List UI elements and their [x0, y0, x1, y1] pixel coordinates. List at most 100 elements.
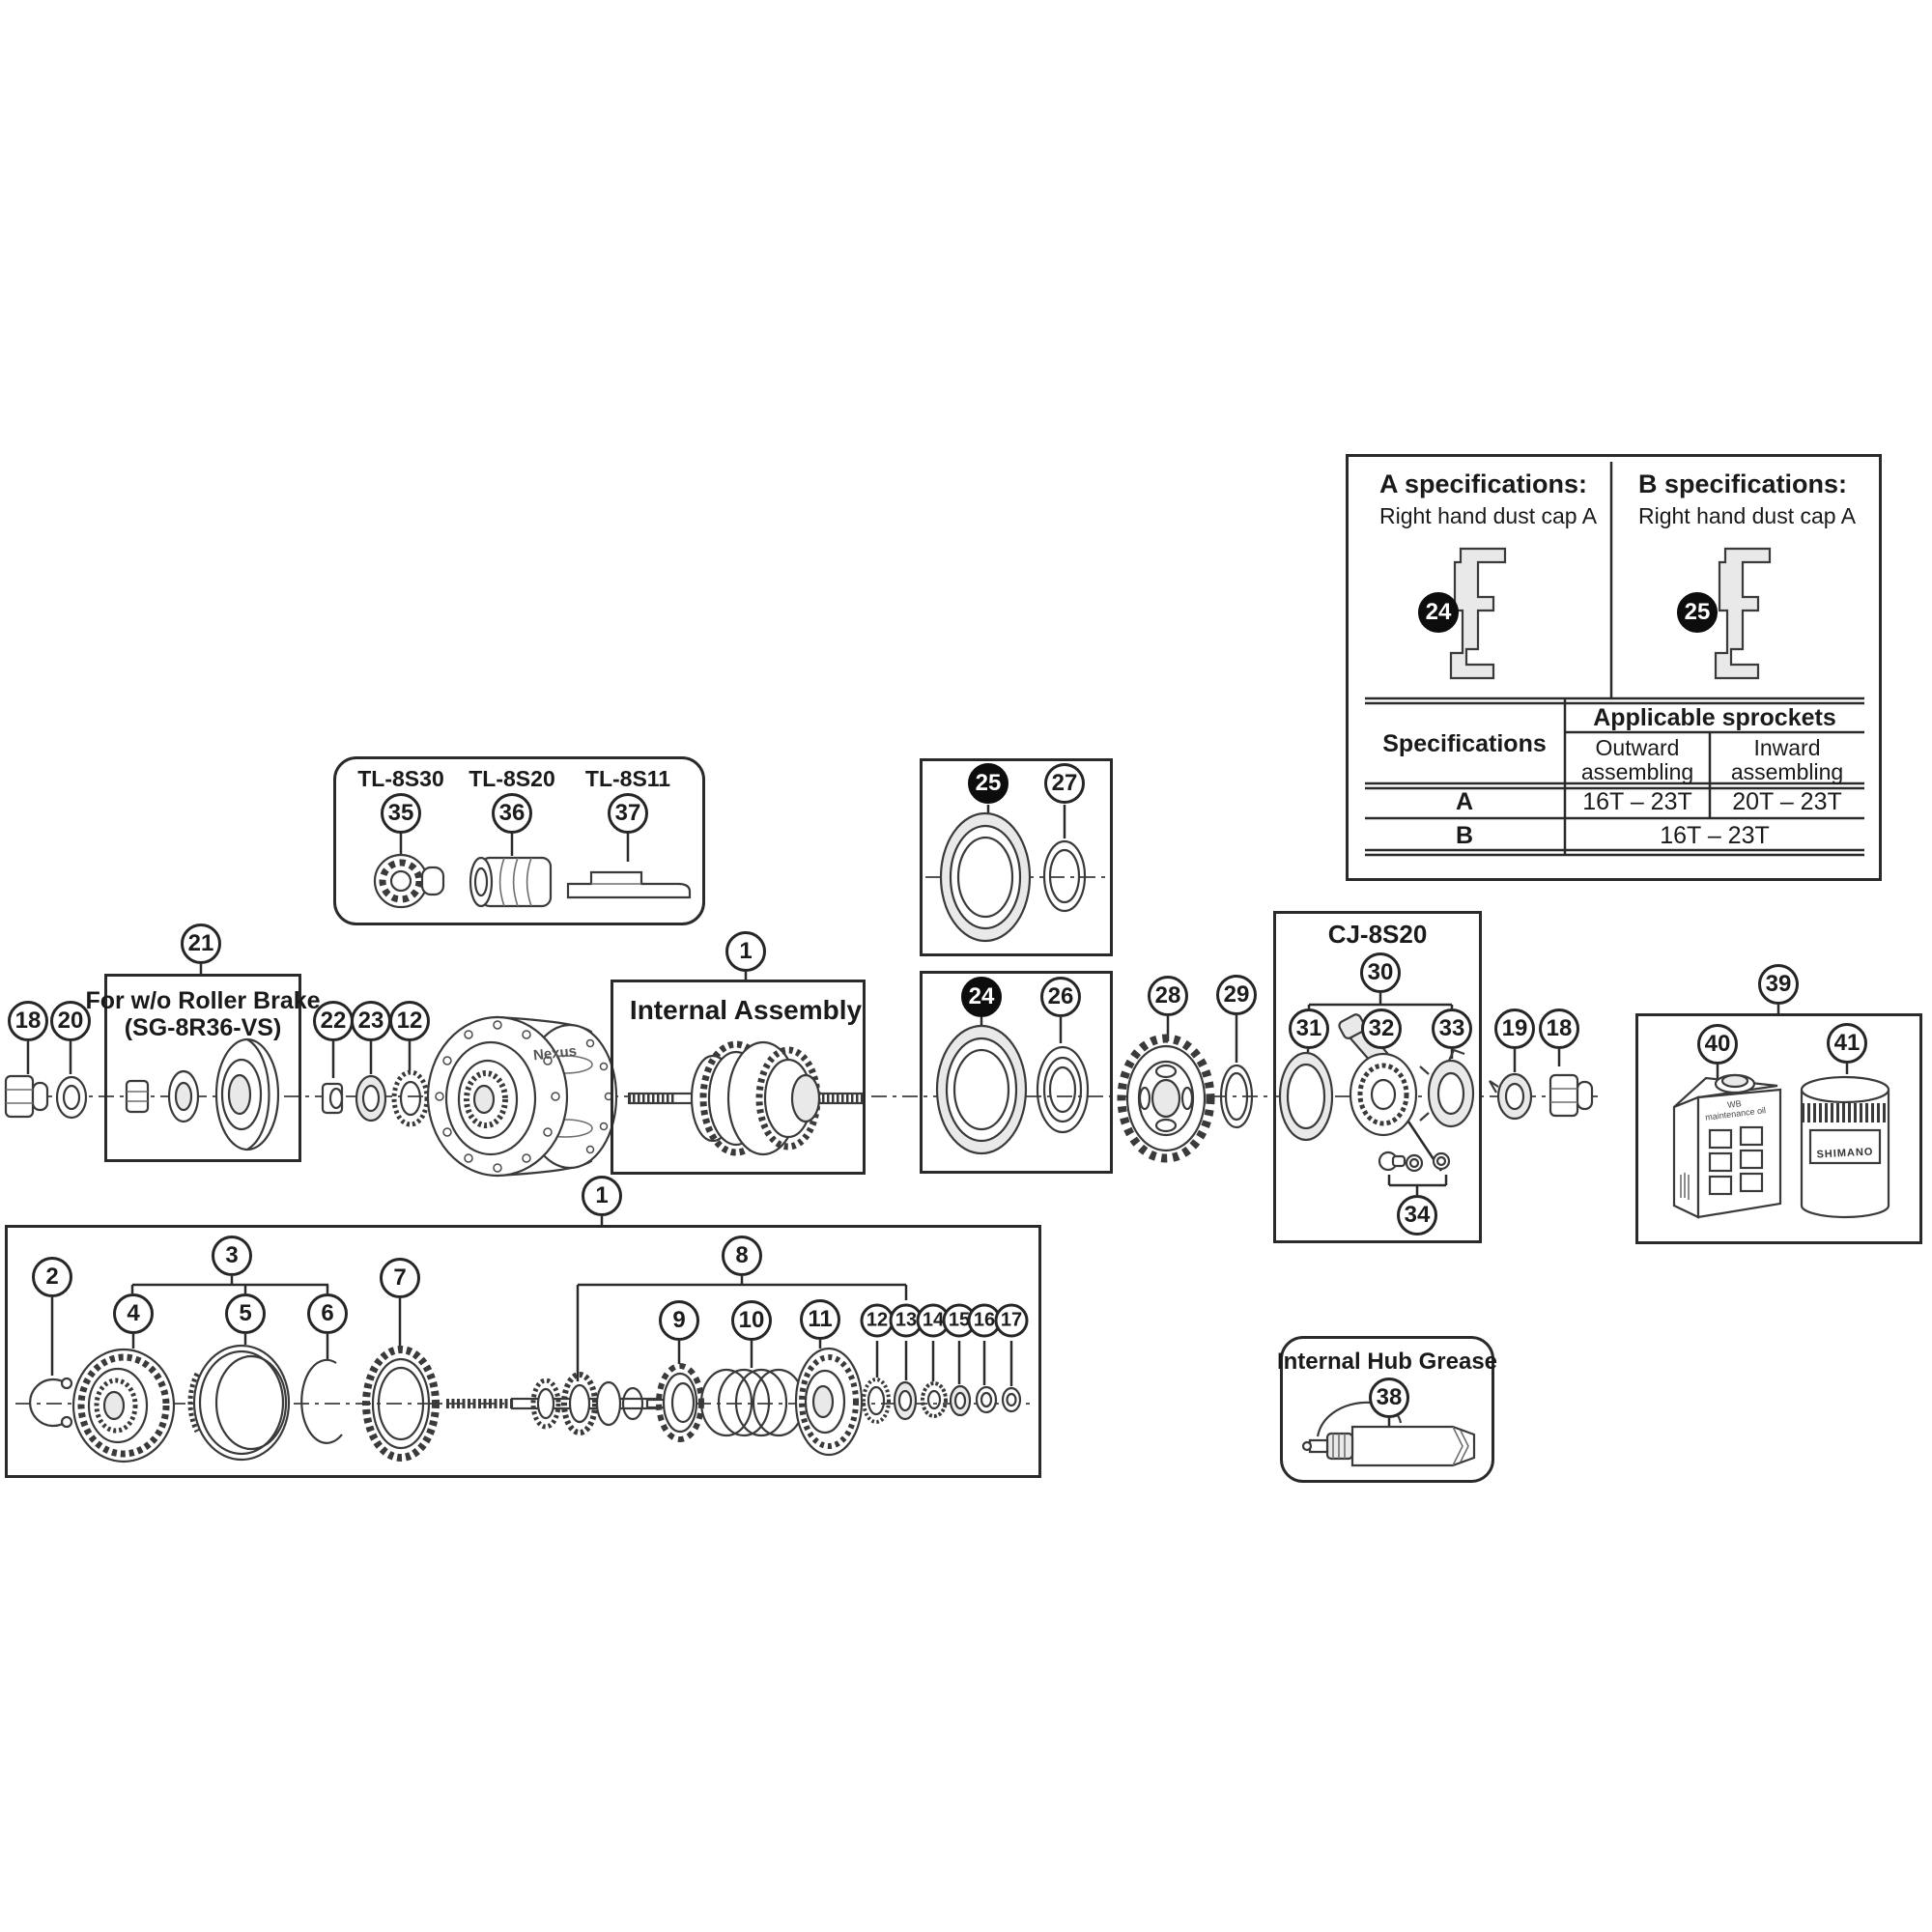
table-row-a-outward: 16T – 23T	[1582, 788, 1692, 815]
internal-assembly-panel	[611, 980, 866, 1175]
cj-parts	[1278, 1013, 1475, 1173]
dust-cap-b-profile	[1714, 547, 1772, 680]
part-badge-41: 41	[1827, 1023, 1867, 1064]
part-badge-22: 22	[313, 1001, 354, 1041]
part-badge-14: 14	[916, 1303, 951, 1338]
exploded-parts	[29, 1344, 1022, 1463]
roller-brake-title-line1: For w/o Roller Brake	[85, 987, 321, 1014]
tool-tl8s30-drawing	[373, 853, 445, 909]
part-badge-25-spec: 25	[1677, 592, 1718, 633]
table-row-a-label: A	[1455, 788, 1474, 815]
dust-cap-24-drawing	[935, 1024, 1028, 1155]
table-col-outward: Outward assembling	[1581, 736, 1693, 784]
part-badge-25-filled: 25	[968, 763, 1009, 804]
part-badge-9: 9	[659, 1300, 699, 1341]
roller-brake-parts	[125, 1037, 280, 1151]
spec-table-lines	[1365, 462, 1864, 857]
inward-line2: assembling	[1730, 759, 1844, 784]
dust-cap-box-top	[920, 758, 1113, 956]
spec-b-subtitle: Right hand dust cap A	[1638, 503, 1857, 528]
part-badge-33: 33	[1432, 1009, 1472, 1049]
part-badge-2: 2	[32, 1257, 72, 1297]
part-badge-28: 28	[1148, 976, 1188, 1016]
part-badge-12-lower: 12	[860, 1303, 895, 1338]
part-badge-29: 29	[1216, 975, 1257, 1015]
part-badge-37: 37	[608, 793, 648, 834]
leader-lines-exploded	[50, 1216, 1391, 1428]
part-badge-30: 30	[1360, 952, 1401, 993]
table-row-header: Specifications	[1382, 730, 1547, 757]
table-col-inward: Inward assembling	[1731, 736, 1843, 784]
outward-line2: assembling	[1580, 759, 1694, 784]
part-badge-20: 20	[50, 1001, 91, 1041]
ring-26-drawing	[1036, 1045, 1090, 1134]
part-badge-38: 38	[1369, 1378, 1409, 1418]
part-badge-11: 11	[800, 1299, 840, 1340]
table-row-b-range: 16T – 23T	[1660, 822, 1770, 849]
part-badge-18-left: 18	[8, 1001, 48, 1041]
part-badge-5: 5	[225, 1293, 266, 1334]
internal-assembly-drawing	[628, 1040, 864, 1156]
part-badge-36: 36	[492, 793, 532, 834]
tool-label-tl8s30: TL-8S30	[357, 766, 444, 791]
part-badge-27: 27	[1044, 763, 1085, 804]
part-badge-23: 23	[351, 1001, 391, 1041]
leader-lines-upper	[26, 805, 1849, 1088]
cj-panel	[1273, 911, 1482, 1243]
spec-a-subtitle: Right hand dust cap A	[1379, 503, 1598, 528]
part-badge-39: 39	[1758, 964, 1799, 1005]
dust-cap-25-drawing	[939, 811, 1032, 943]
part-badge-4: 4	[113, 1293, 154, 1334]
tool-label-tl8s11: TL-8S11	[584, 766, 671, 791]
ring-27-drawing	[1042, 839, 1087, 913]
outward-line1: Outward	[1595, 735, 1680, 760]
spec-panel	[1346, 454, 1882, 881]
part-12-upper-drawing	[391, 1069, 430, 1127]
part-badge-31: 31	[1289, 1009, 1329, 1049]
table-row-a-inward: 20T – 23T	[1732, 788, 1842, 815]
dust-cap-box-bottom	[920, 971, 1113, 1174]
part-badge-34: 34	[1397, 1195, 1437, 1236]
part-badge-1-internal: 1	[725, 931, 766, 972]
part-badge-18-right: 18	[1539, 1009, 1579, 1049]
grease-panel	[1280, 1336, 1494, 1483]
spec-a-title: A specifications:	[1379, 469, 1588, 498]
exploded-panel	[5, 1225, 1041, 1478]
part-badge-10: 10	[731, 1300, 772, 1341]
part-badge-12-upper: 12	[389, 1001, 430, 1041]
part-badge-24-filled: 24	[961, 977, 1002, 1017]
tool-tl8s20-drawing	[469, 856, 553, 908]
roller-brake-panel	[104, 974, 301, 1162]
oil-can-drawing	[1672, 1073, 1782, 1219]
hub-shell-drawing	[426, 1015, 618, 1178]
grease-tube-drawing	[1301, 1401, 1476, 1467]
table-group-header: Applicable sprockets	[1593, 704, 1836, 731]
grease-jar-drawing	[1800, 1075, 1890, 1219]
internal-assembly-title: Internal Assembly	[629, 995, 863, 1025]
part-badge-40: 40	[1697, 1024, 1738, 1065]
sprocket-28-drawing	[1117, 1034, 1215, 1163]
tool-label-tl8s20: TL-8S20	[469, 766, 555, 791]
tool-tl8s11-drawing	[566, 870, 692, 899]
part-23-drawing	[355, 1074, 387, 1122]
roller-brake-title-line2: (SG-8R36-VS)	[124, 1014, 282, 1041]
part-18-right-drawing	[1548, 1073, 1594, 1118]
grease-panel-title: Internal Hub Grease	[1276, 1349, 1498, 1375]
part-18-left-drawing	[4, 1074, 49, 1119]
ring-29-drawing	[1219, 1064, 1254, 1129]
part-20-drawing	[55, 1075, 88, 1120]
maintenance-panel	[1635, 1013, 1922, 1244]
part-badge-7: 7	[380, 1258, 420, 1298]
inward-line1: Inward	[1753, 735, 1821, 760]
part-badge-19: 19	[1494, 1009, 1535, 1049]
part-badge-1-exploded: 1	[582, 1176, 622, 1216]
part-badge-32: 32	[1361, 1009, 1402, 1049]
cj-title: CJ-8S20	[1327, 920, 1428, 949]
part-badge-6: 6	[307, 1293, 348, 1334]
part-22-drawing	[321, 1082, 344, 1115]
part-19-drawing	[1489, 1072, 1533, 1121]
part-badge-35: 35	[381, 793, 421, 834]
part-badge-8: 8	[722, 1236, 762, 1276]
